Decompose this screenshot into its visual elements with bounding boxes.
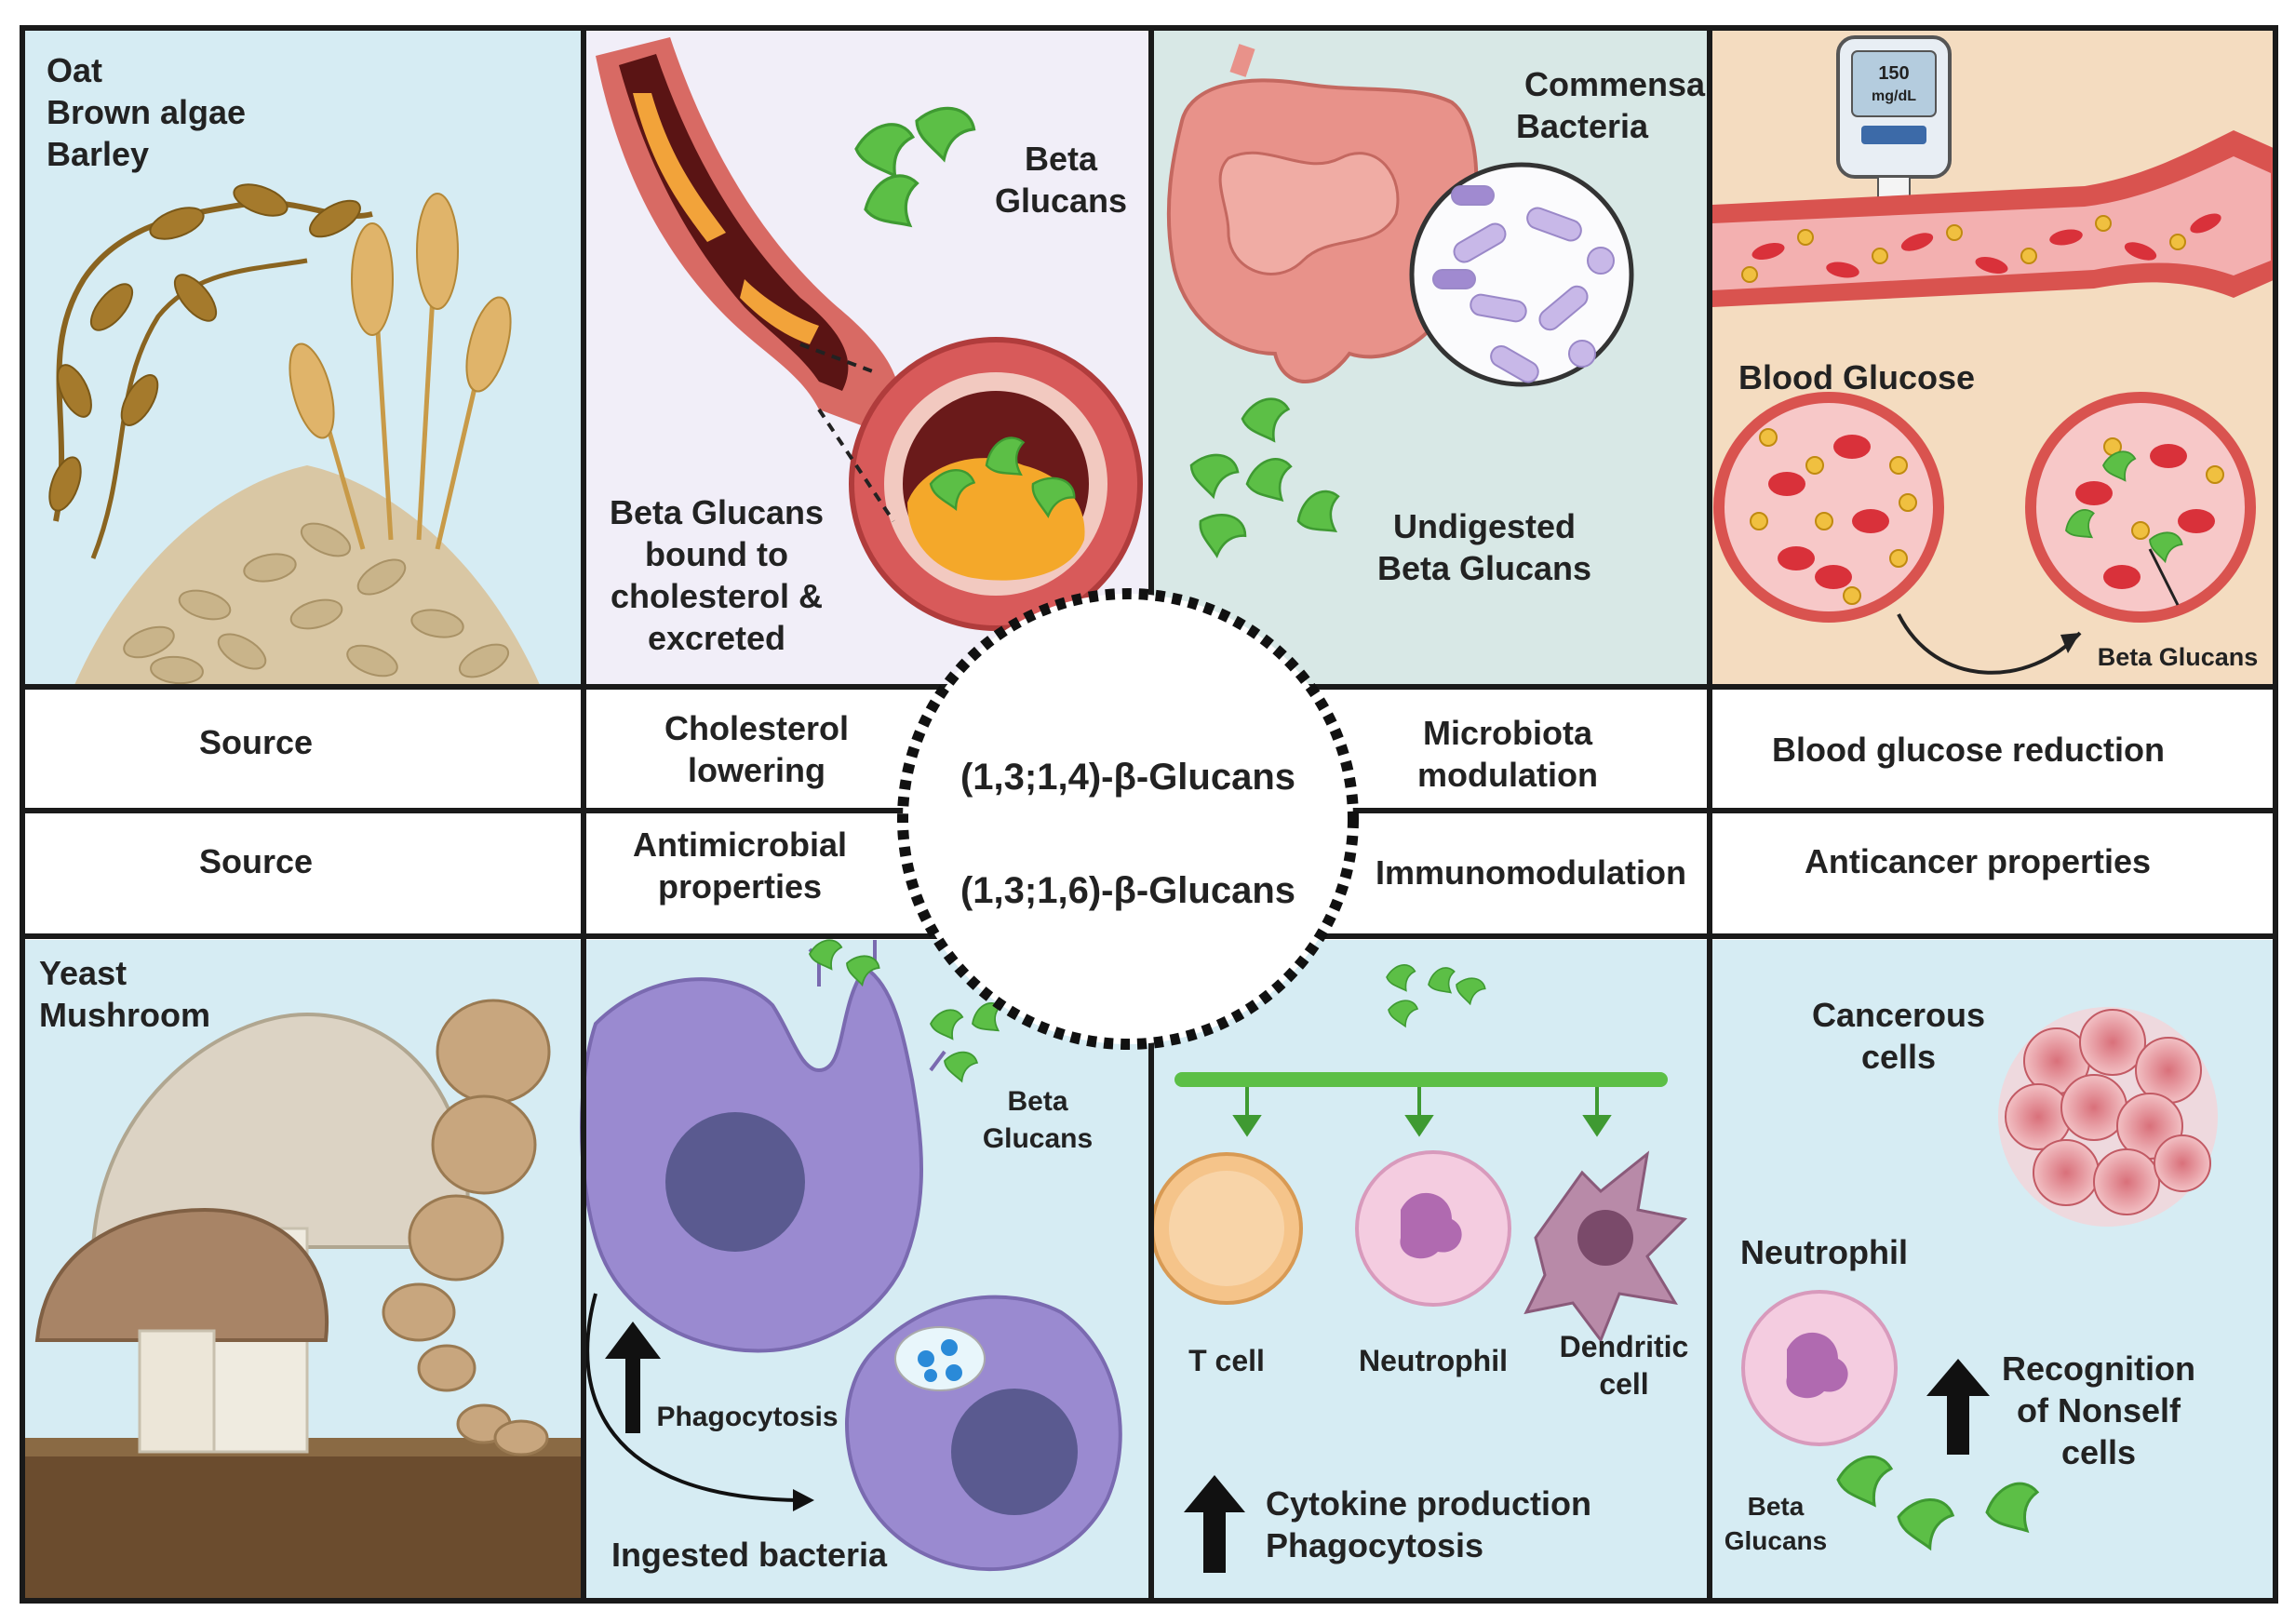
cancerous-label-1: Cancerous bbox=[1812, 996, 1985, 1034]
caption-antimicrobial-1: Antimicrobial bbox=[633, 825, 847, 864]
anticancer-beta-label-2: Glucans bbox=[1725, 1526, 1827, 1555]
caption-cholesterol-2: lowering bbox=[688, 751, 825, 789]
cholesterol-main-label-4: excreted bbox=[648, 619, 785, 657]
source-top-line-1: Oat bbox=[47, 51, 102, 89]
caption-glucose: Blood glucose reduction bbox=[1772, 731, 2165, 769]
cholesterol-main-label-1: Beta Glucans bbox=[610, 493, 824, 531]
phagocytosis-label: Phagocytosis bbox=[656, 1402, 838, 1432]
caption-antimicrobial-2: properties bbox=[658, 867, 822, 906]
center-circle bbox=[897, 588, 1359, 1050]
t-cell-label: T cell bbox=[1188, 1344, 1265, 1377]
caption-source-top: Source bbox=[199, 723, 313, 761]
yeast-mushroom-illustration bbox=[22, 999, 581, 1601]
caption-microbiota-1: Microbiota bbox=[1423, 714, 1593, 752]
cholesterol-main-label-2: bound to bbox=[645, 535, 788, 573]
glucose-pointer-line bbox=[2148, 548, 2180, 606]
cancer-cells-cluster bbox=[1998, 1007, 2218, 1227]
macrophage-cells-illustration bbox=[580, 940, 1122, 1572]
caption-microbiota-2: modulation bbox=[1417, 756, 1598, 794]
source-top-line-2: Brown algae bbox=[47, 93, 246, 131]
center-label-top: (1,3;1,4)-β-Glucans bbox=[960, 757, 1295, 798]
recognition-up-arrow bbox=[1926, 1359, 1990, 1455]
recognition-label-1: Recognition bbox=[2002, 1349, 2195, 1388]
intestine-illustration bbox=[1166, 44, 1479, 383]
source-bottom-line-1: Yeast bbox=[39, 954, 127, 992]
phagocytosis-up-arrow bbox=[605, 1322, 661, 1433]
dendritic-label-2: cell bbox=[1599, 1367, 1648, 1401]
cytokine-label: Cytokine production bbox=[1266, 1484, 1591, 1523]
blood-glucose-label: Blood Glucose bbox=[1738, 358, 1975, 396]
blood-vessel-illustration bbox=[1712, 130, 2275, 307]
antimicrobial-beta-label-2: Glucans bbox=[983, 1123, 1093, 1154]
immune-cells-illustration bbox=[1150, 1150, 1688, 1344]
source-top-line-3: Barley bbox=[47, 135, 149, 173]
microbiota-top-label-1: Commensal bbox=[1524, 65, 1714, 103]
caption-anticancer: Anticancer properties bbox=[1805, 842, 2151, 880]
blood-after-circle bbox=[2025, 392, 2256, 623]
blood-before-circle bbox=[1713, 392, 1944, 623]
microbiota-top-label-2: Bacteria bbox=[1516, 107, 1649, 145]
immuno-neutrophil-label: Neutrophil bbox=[1359, 1344, 1508, 1377]
glucose-curve-arrow bbox=[1897, 613, 2082, 675]
anticancer-neutrophil-label: Neutrophil bbox=[1740, 1233, 1908, 1271]
glucose-meter-value: 150 bbox=[1878, 63, 1909, 84]
glucose-meter-unit: mg/dL bbox=[1872, 88, 1916, 104]
glucose-beta-label: Beta Glucans bbox=[2098, 643, 2259, 671]
bacteria-magnified-view bbox=[1409, 162, 1634, 387]
phagocytosis-curve-arrow bbox=[585, 1293, 801, 1502]
recognition-label-3: cells bbox=[2061, 1433, 2136, 1471]
dendritic-label-1: Dendritic bbox=[1560, 1330, 1689, 1363]
cholesterol-beta-label-1: Beta bbox=[1025, 140, 1098, 178]
receptor-bar bbox=[1174, 1072, 1668, 1087]
ingested-bacteria-label: Ingested bacteria bbox=[611, 1536, 888, 1574]
recognition-label-2: of Nonself bbox=[2017, 1391, 2181, 1429]
microbiota-bottom-label-1: Undigested bbox=[1393, 507, 1576, 545]
phagocytosis-effect-label: Phagocytosis bbox=[1266, 1526, 1483, 1564]
cancerous-label-2: cells bbox=[1861, 1038, 1936, 1076]
anticancer-beta-label-1: Beta bbox=[1748, 1492, 1805, 1521]
anticancer-neutrophil bbox=[1741, 1290, 1898, 1446]
immuno-up-arrow bbox=[1184, 1475, 1245, 1573]
caption-source-bottom: Source bbox=[199, 842, 313, 880]
antimicrobial-beta-label-1: Beta bbox=[1007, 1086, 1067, 1117]
oat-algae-barley-illustration bbox=[48, 183, 540, 685]
cholesterol-main-label-3: cholesterol & bbox=[611, 577, 823, 615]
caption-cholesterol-1: Cholesterol bbox=[664, 709, 849, 747]
cholesterol-beta-label-2: Glucans bbox=[995, 181, 1127, 220]
center-label-bottom: (1,3;1,6)-β-Glucans bbox=[960, 870, 1295, 911]
microbiota-bottom-label-2: Beta Glucans bbox=[1377, 549, 1591, 587]
source-bottom-line-2: Mushroom bbox=[39, 996, 210, 1034]
caption-immunomodulation: Immunomodulation bbox=[1376, 853, 1686, 892]
receptor-arrows bbox=[1232, 1087, 1612, 1137]
